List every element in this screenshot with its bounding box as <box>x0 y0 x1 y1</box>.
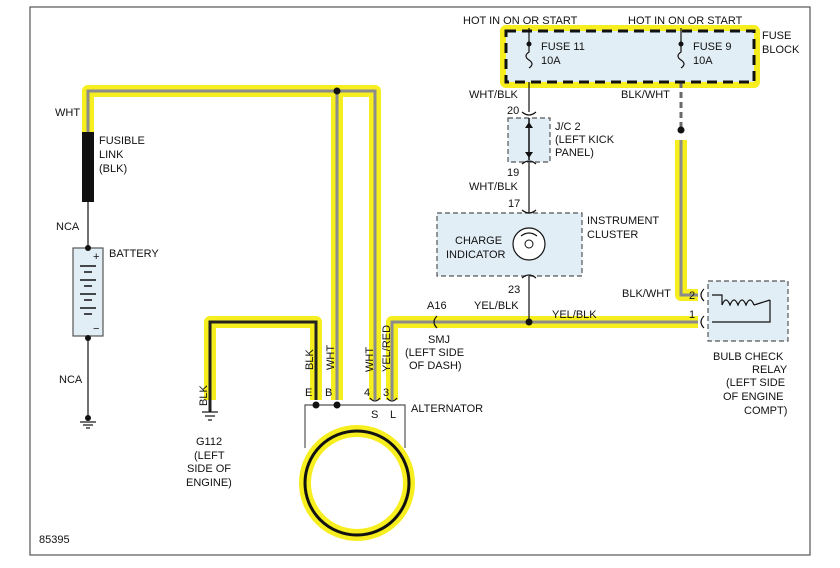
smj-pin: A16 <box>427 300 447 312</box>
alt-wire-l: YEL/RED <box>381 325 393 372</box>
wht-splice <box>333 87 341 95</box>
smj-label: SMJ <box>428 334 450 346</box>
jc-location-2: PANEL) <box>555 147 594 159</box>
charge-indicator-label-1: CHARGE <box>455 235 502 247</box>
ground-location-2: SIDE OF <box>187 463 231 475</box>
fusible-link <box>82 132 94 202</box>
relay-pin-1: 1 <box>689 309 695 321</box>
instrument-cluster <box>436 209 583 279</box>
fuse-9-wire: BLK/WHT <box>621 89 670 101</box>
battery-plus: + <box>93 251 99 263</box>
alt-terminal-e: E <box>305 387 312 399</box>
alt-wire-b: WHT <box>325 345 337 370</box>
circuit-highlight <box>82 25 760 541</box>
fuse-11-name: FUSE 11 <box>541 41 585 53</box>
smj-location-1: (LEFT SIDE <box>405 347 464 359</box>
junction-connector <box>507 111 551 165</box>
fuse-9-rating: 10A <box>693 55 713 67</box>
cluster-label-1: INSTRUMENT <box>587 215 659 227</box>
battery-label: BATTERY <box>109 248 159 260</box>
smj-wire-left: YEL/BLK <box>474 300 519 312</box>
fusible-link-label-1: FUSIBLE <box>99 135 145 147</box>
smj-wire-right: YEL/BLK <box>552 309 597 321</box>
jc-wire-out: WHT/BLK <box>469 181 519 193</box>
power-source-right: HOT IN ON OR START <box>628 15 743 27</box>
relay-label-1: BULB CHECK <box>713 351 784 363</box>
fuse-9-symbol <box>677 44 685 69</box>
ground-location-1: (LEFT <box>194 450 225 462</box>
alt-terminal-s: S <box>371 409 378 421</box>
cluster-label-2: CLUSTER <box>587 229 638 241</box>
alt-terminal-l: L <box>390 409 396 421</box>
fuse-block: FUSE 11 10A FUSE 9 10A <box>504 28 756 84</box>
alt-wire-s: WHT <box>364 347 376 372</box>
ground-wire: BLK <box>198 385 210 406</box>
power-source-left: HOT IN ON OR START <box>463 15 578 27</box>
battery-top-ground: NCA <box>56 221 80 233</box>
smj-connector <box>433 315 533 329</box>
fuse-block-label-1: FUSE <box>762 30 791 42</box>
alt-pin-3: 3 <box>383 387 389 399</box>
relay-location-2: OF ENGINE <box>723 391 784 403</box>
jc-name: J/C 2 <box>555 121 581 133</box>
fuse-11-rating: 10A <box>541 55 561 67</box>
relay-location-1: (LEFT SIDE <box>726 377 785 389</box>
wires <box>82 62 698 418</box>
battery-ground-icon <box>80 415 96 429</box>
alternator-label: ALTERNATOR <box>411 403 483 415</box>
ground-location-3: ENGINE) <box>186 477 232 489</box>
fuse-block-label-2: BLOCK <box>762 44 800 56</box>
smj-location-2: OF DASH) <box>409 360 462 372</box>
jc-location-1: (LEFT KICK <box>555 134 615 146</box>
fusible-link-label-3: (BLK) <box>99 163 127 175</box>
battery <box>72 245 104 341</box>
cluster-pin-out: 23 <box>508 284 520 296</box>
fusible-link-label-2: LINK <box>99 149 124 161</box>
ground-name: G112 <box>196 436 222 448</box>
charge-indicator-label-2: INDICATOR <box>446 249 506 261</box>
alt-wire-e: BLK <box>304 349 316 370</box>
fuse-11-symbol <box>525 44 533 69</box>
relay-pin-2: 2 <box>689 290 695 302</box>
alt-pin-4: 4 <box>364 387 370 399</box>
relay-location-3: COMPT) <box>744 405 787 417</box>
figure-number: 85395 <box>39 534 70 546</box>
alt-terminal-b: B <box>325 387 332 399</box>
relay-label-2: RELAY <box>752 364 788 376</box>
battery-minus: − <box>93 323 99 335</box>
jc-wire-in: WHT/BLK <box>469 89 519 101</box>
relay-wire: BLK/WHT <box>622 288 671 300</box>
fuse-9-name: FUSE 9 <box>693 41 732 53</box>
bulb-check-relay <box>677 126 789 342</box>
fusible-link-wire: WHT <box>55 107 80 119</box>
g112-ground-icon <box>202 411 218 421</box>
jc-pin-out: 19 <box>507 167 519 179</box>
battery-bottom-ground: NCA <box>59 374 83 386</box>
cluster-pin-in: 17 <box>508 198 520 210</box>
diagram-frame <box>29 6 811 556</box>
alternator <box>303 397 411 537</box>
jc-pin-in: 20 <box>507 105 519 117</box>
